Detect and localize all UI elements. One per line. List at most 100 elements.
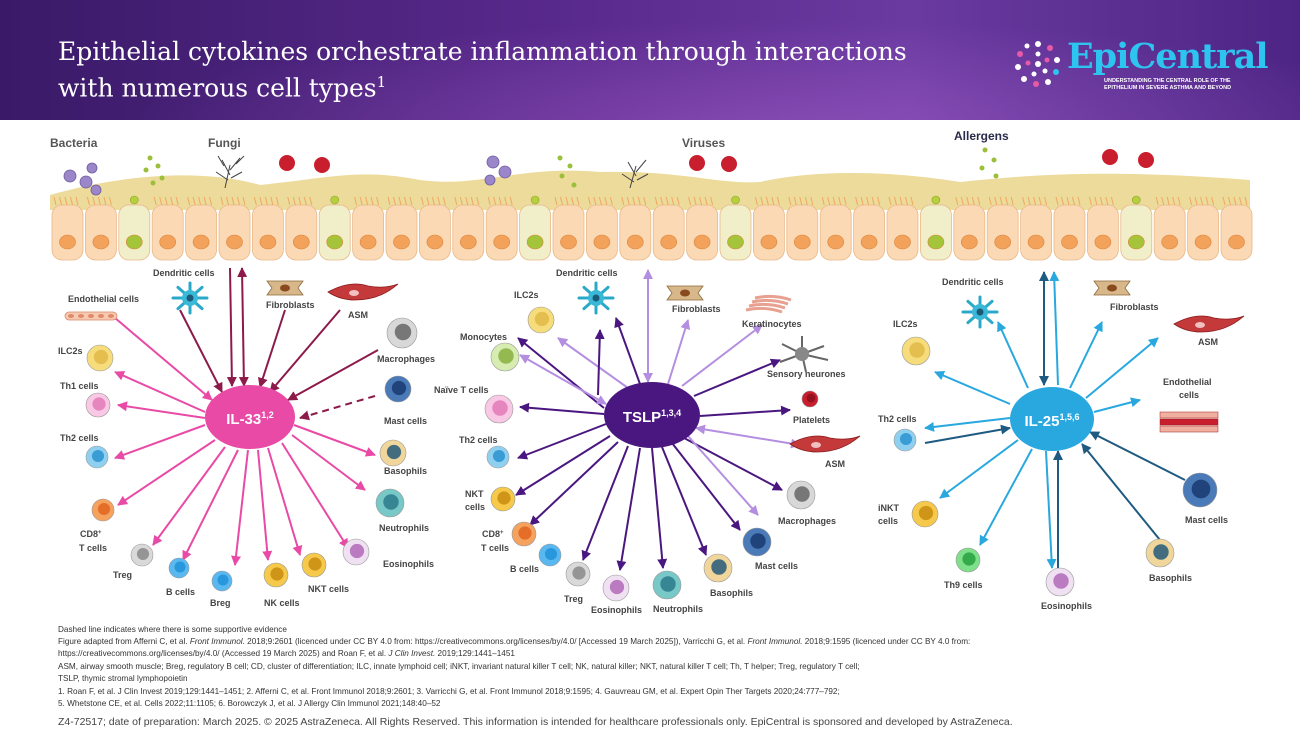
dendritic-cell-icon	[577, 281, 615, 315]
nk-cell-icon	[263, 562, 289, 588]
arrow	[979, 448, 1033, 546]
epithelial-cell	[218, 196, 251, 261]
footnote-dashed: Dashed line indicates where there is som…	[58, 625, 287, 634]
il33-label-macrophages: Macrophages	[377, 354, 435, 364]
il33-label-endothelial: Endothelial cells	[68, 294, 139, 304]
arrow	[231, 449, 249, 566]
epithelial-cell	[85, 196, 117, 261]
arrow	[519, 354, 607, 405]
epithelial-cell	[953, 196, 986, 261]
arrow	[258, 309, 286, 388]
mast-cell-icon	[1182, 472, 1218, 508]
asm-icon	[1173, 315, 1245, 333]
fibroblast-icon	[1093, 280, 1131, 296]
fungi-icon	[215, 155, 649, 189]
arrow	[651, 447, 668, 569]
tslp-label-keratinocytes: Keratinocytes	[742, 319, 802, 329]
arrow	[939, 439, 1019, 499]
il25-label-endothelial-cells: cells	[1179, 390, 1199, 400]
epithelial-cell	[853, 196, 885, 261]
epithelial-cell	[619, 196, 652, 261]
il33-label-dendritic: Dendritic cells	[153, 268, 215, 278]
epithelial-cell	[686, 196, 718, 261]
th1-cell-icon	[85, 392, 111, 418]
arrow	[117, 401, 206, 419]
tslp-label-nkt-cells: cells	[465, 502, 485, 512]
il33-label-cd8-tcells: T cells	[79, 543, 107, 553]
mucus-layer	[50, 170, 1250, 210]
cell-icons	[64, 280, 1245, 602]
tslp-label-nkt: NKT	[465, 489, 484, 499]
neutrophil-icon	[375, 488, 405, 518]
arrow	[257, 449, 273, 561]
bacteria-icon	[63, 155, 512, 196]
cytokine-diagram: Bacteria Fungi Viruses Allergens IL-331,…	[50, 129, 1253, 615]
macrophage-icon	[786, 480, 816, 510]
th2-cell-icon	[85, 445, 109, 469]
arrow	[299, 395, 376, 421]
epithelial-cell	[385, 196, 418, 261]
logo-dots-icon	[1015, 41, 1060, 87]
il33-label-breg: Breg	[210, 598, 231, 608]
arrow	[616, 447, 641, 571]
arrow	[924, 417, 1011, 432]
il25-label-inkt-cells: cells	[878, 516, 898, 526]
eosinophil-icon	[602, 574, 630, 602]
epithelial-cell	[118, 195, 151, 261]
arrow	[1093, 397, 1141, 413]
allergen-dots-icon	[143, 147, 999, 188]
epithelial-cell	[452, 196, 485, 261]
basophil-icon	[1145, 538, 1175, 568]
epithelial-cell	[986, 196, 1019, 261]
page-title: Epithelial cytokines orchestrate inflamm…	[58, 37, 907, 103]
arrow	[226, 267, 237, 387]
epithelial-cell	[318, 195, 351, 261]
epithelial-cell	[352, 196, 385, 261]
epithelial-cell	[1120, 195, 1153, 261]
svg-text:IL-251,5,6: IL-251,5,6	[1024, 412, 1079, 430]
eosinophil-icon	[342, 538, 370, 566]
il33-label-fibroblasts: Fibroblasts	[266, 300, 315, 310]
il33-labels: Endothelial cells Dendritic cells Fibrob…	[58, 268, 435, 608]
basophil-icon	[379, 439, 407, 467]
arrow	[924, 424, 1011, 444]
epithelial-cell	[719, 195, 752, 261]
arrow	[693, 358, 781, 397]
epithelial-cell	[1220, 196, 1253, 261]
mast-cell-icon	[384, 375, 412, 403]
tslp-label-macrophages: Macrophages	[778, 516, 836, 526]
arrow	[594, 329, 605, 396]
arrow	[114, 371, 206, 413]
tslp-label-basophils: Basophils	[710, 588, 753, 598]
epithelial-cell	[519, 195, 551, 261]
tslp-label-eosinophils: Eosinophils	[591, 605, 642, 615]
epithelial-cell	[151, 196, 184, 261]
arrow	[934, 370, 1011, 405]
il25-label-ilc2s: ILC2s	[893, 319, 918, 329]
il33-label-mast: Mast cells	[384, 416, 427, 426]
tslp-label-cd8: CD8+	[482, 529, 504, 539]
arrow	[152, 446, 226, 546]
tslp-label-mast: Mast cells	[755, 561, 798, 571]
il25-label-dendritic: Dendritic cells	[942, 277, 1004, 287]
il33-label-basophils: Basophils	[384, 466, 427, 476]
tslp-label-th2: Th2 cells	[459, 435, 498, 445]
tslp-arrows	[515, 269, 801, 571]
trigger-fungi: Fungi	[208, 136, 241, 150]
fibroblast-icon	[266, 280, 304, 296]
il33-arrows	[114, 267, 379, 566]
arrow	[269, 309, 341, 393]
arrow	[114, 424, 206, 460]
endothelial-cell-icon	[64, 311, 118, 321]
basophil-icon	[703, 553, 733, 583]
treg-cell-icon	[565, 561, 591, 587]
treg-cell-icon	[130, 543, 154, 567]
il25-labels: Dendritic cells Fibroblasts ILC2s ASM En…	[878, 277, 1228, 611]
monocyte-icon	[490, 342, 520, 372]
arrow	[699, 405, 791, 417]
arrow	[667, 319, 691, 385]
epithelial-cell	[886, 196, 919, 261]
trigger-bacteria: Bacteria	[50, 136, 98, 150]
tslp-label-cd8-tcells: T cells	[481, 543, 509, 553]
epithelial-cell	[485, 196, 518, 261]
